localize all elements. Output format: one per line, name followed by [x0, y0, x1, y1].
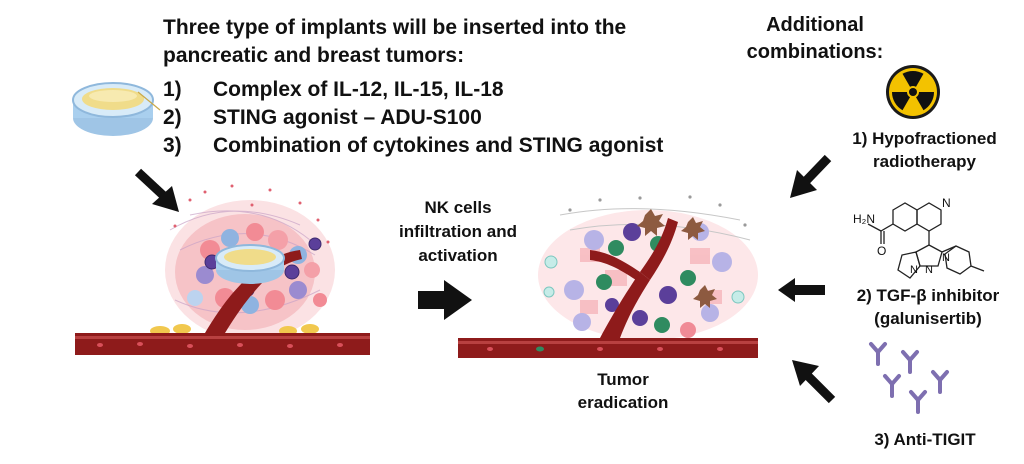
galunisertib-structure-icon	[867, 202, 985, 279]
list-item: 3) Combination of cytokines and STING ago…	[163, 132, 663, 160]
list-item-label: Combination of cytokines and STING agoni…	[213, 134, 664, 157]
label-line: 1) Hypofractioned	[852, 129, 997, 148]
nk-infiltration-label: NK cells infiltration and activation	[398, 196, 518, 268]
implant-list: 1) Complex of IL-12, IL-15, IL-18 2) STING…	[163, 76, 663, 160]
arrow-implant-to-tumor	[134, 168, 179, 212]
label-line: 3) Anti-TIGIT	[874, 430, 976, 449]
molecule-o-label: O	[877, 244, 887, 258]
molecule-n-label: N	[925, 264, 933, 276]
implant-in-tumor-icon	[215, 244, 285, 284]
label-line: eradication	[577, 393, 669, 412]
combination-tgf-inhibitor-label: 2) TGF-β inhibitor (galunisertib)	[838, 284, 1018, 330]
combination-radiotherapy-label: 1) Hypofractioned radiotherapy	[832, 127, 1017, 173]
label-line: NK cells	[424, 198, 492, 217]
implant-disc-icon	[72, 82, 161, 136]
label-line: (galunisertib)	[874, 309, 982, 328]
arrow-to-eradication	[418, 280, 472, 320]
radiation-hazard-icon	[886, 65, 940, 119]
list-item-number: 3)	[163, 134, 182, 157]
list-item-label: STING agonist – ADU-S100	[213, 106, 482, 129]
label-line: 2) TGF-β inhibitor	[856, 286, 1000, 305]
list-item: 2) STING agonist – ADU-S100	[163, 104, 663, 132]
molecule-n-label: N	[942, 196, 951, 210]
antibody-icon	[869, 342, 949, 414]
list-item-number: 2)	[163, 106, 182, 129]
list-item-number: 1)	[163, 78, 182, 101]
heading-line-1: Additional	[766, 14, 864, 36]
title: Three type of implants will be inserted …	[163, 14, 723, 70]
title-line-2: pancreatic and breast tumors:	[163, 44, 465, 67]
tumor-after-treatment	[458, 195, 758, 358]
label-line: radiotherapy	[873, 152, 976, 171]
list-item: 1) Complex of IL-12, IL-15, IL-18	[163, 76, 663, 104]
label-line: infiltration and	[398, 222, 518, 241]
label-line: activation	[418, 246, 498, 265]
tumor-before-treatment	[75, 184, 370, 355]
title-line-1: Three type of implants will be inserted …	[163, 16, 627, 39]
label-line: Tumor	[597, 370, 649, 389]
arrow-from-tgf-inhibitor	[778, 278, 825, 302]
molecule-n-label: N	[942, 252, 950, 264]
molecule-amide-label: H₂N	[853, 212, 875, 226]
tumor-eradication-label: Tumor eradication	[548, 368, 698, 414]
arrow-from-anti-tigit	[792, 360, 836, 404]
list-item-label: Complex of IL-12, IL-15, IL-18	[213, 78, 504, 101]
molecule-n-label: N	[910, 264, 918, 276]
arrow-from-radiotherapy	[790, 154, 832, 198]
additional-combinations-heading: Additional combinations:	[740, 12, 890, 66]
combination-anti-tigit-label: 3) Anti-TIGIT	[855, 428, 995, 451]
heading-line-2: combinations:	[746, 41, 884, 63]
